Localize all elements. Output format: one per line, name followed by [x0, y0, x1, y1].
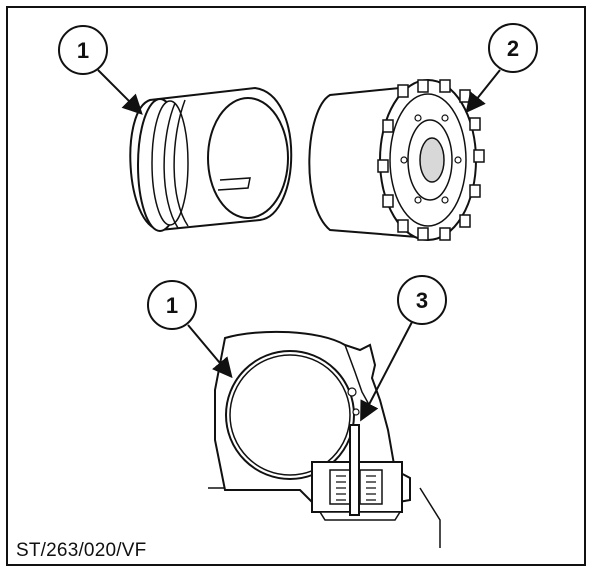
svg-text:1: 1 [166, 293, 178, 318]
figure-reference-code: ST/263/020/VF [16, 540, 147, 561]
callout-1-top: 1 [58, 25, 108, 75]
leader-arrow-1-top [97, 69, 143, 115]
housing-assembly [208, 330, 441, 548]
callout-3: 3 [397, 275, 447, 325]
svg-text:3: 3 [416, 288, 428, 313]
leader-arrow-1-bottom [187, 324, 233, 379]
svg-text:2: 2 [507, 36, 519, 61]
sleeve-ring-top [129, 86, 293, 232]
callout-2: 2 [488, 23, 538, 73]
clutch-drum [308, 79, 485, 241]
svg-text:1: 1 [77, 38, 89, 63]
leader-arrow-3 [360, 321, 413, 422]
leader-arrow-2 [465, 69, 501, 114]
callout-1-bottom: 1 [147, 280, 197, 330]
